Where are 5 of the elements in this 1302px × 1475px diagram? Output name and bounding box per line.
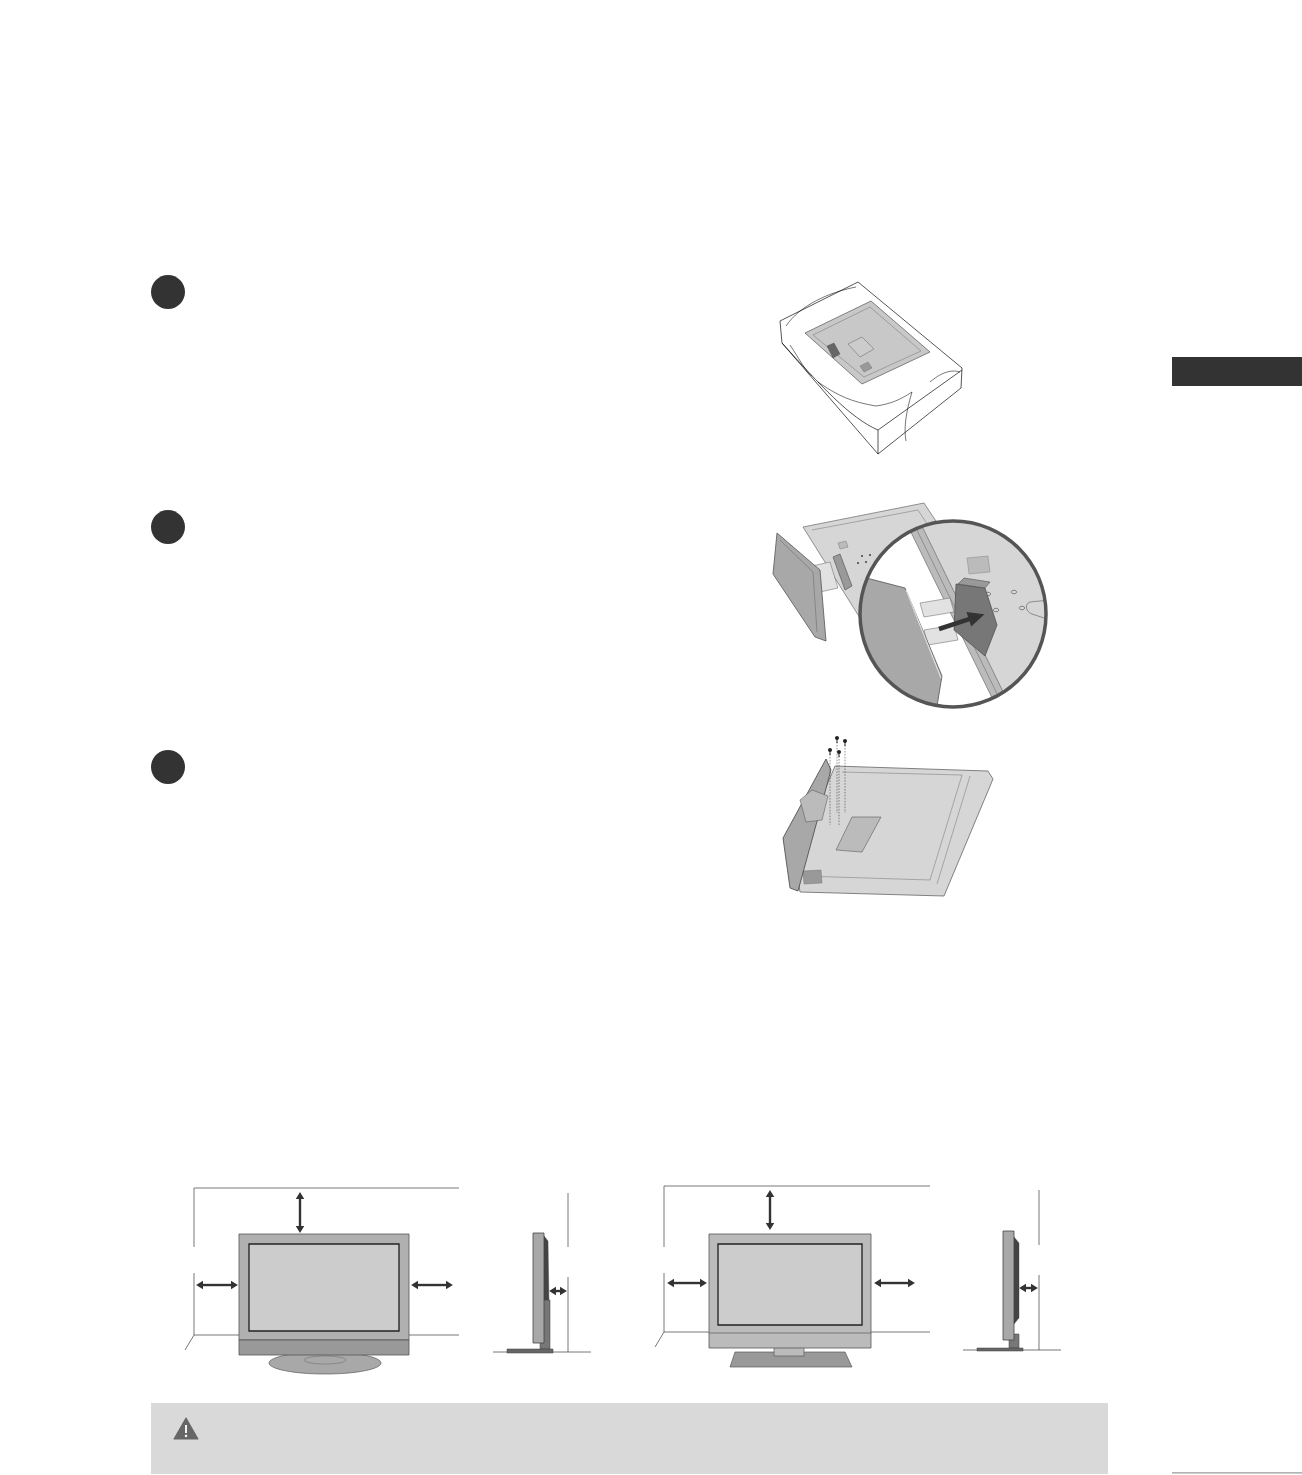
step-badge [151, 275, 185, 309]
note-box [151, 1403, 1108, 1474]
step-badge [151, 510, 185, 544]
step-badge [151, 750, 185, 784]
section-tab [1172, 357, 1302, 386]
